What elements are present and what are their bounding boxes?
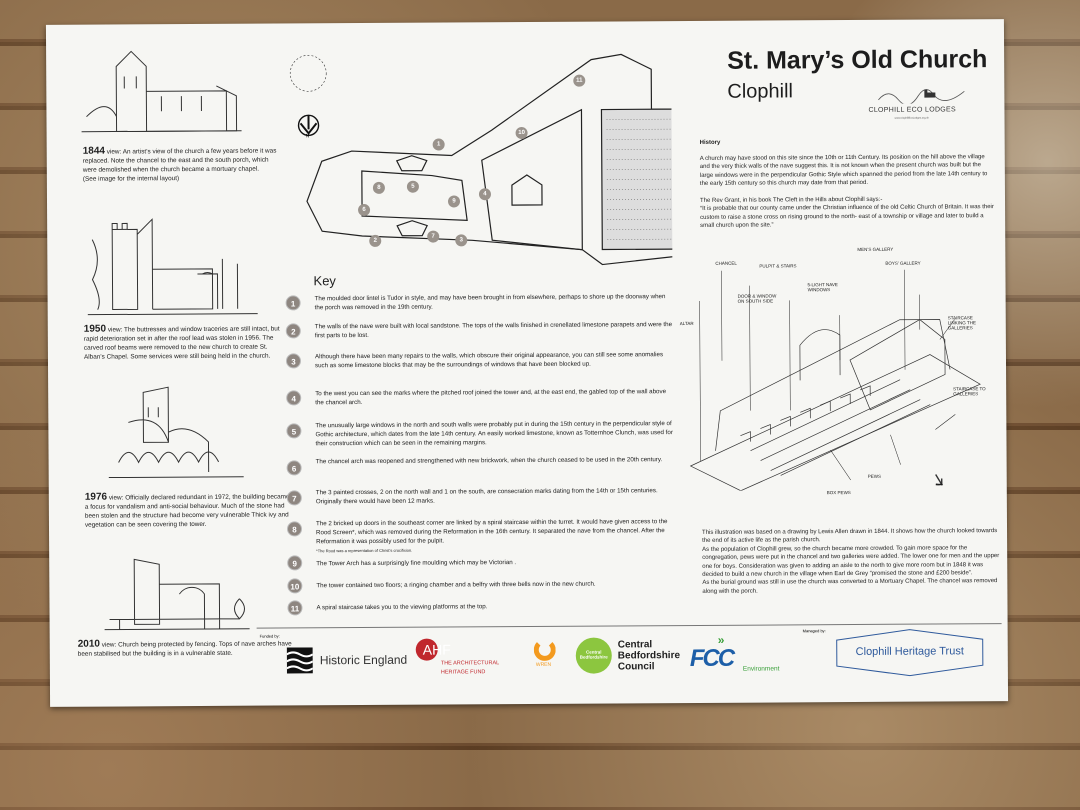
plan-marker-9: 9 (447, 195, 461, 208)
label-mens-gallery: MEN’S GALLERY (857, 246, 894, 252)
label-box-pews: BOX PEWS (826, 490, 851, 496)
sketch-1950 (87, 218, 258, 316)
label-pews: PEWS (867, 473, 881, 479)
historic-england-logo: Historic England (319, 652, 408, 668)
fcc-logo: FCC (689, 644, 734, 673)
plan-marker-7: 7 (427, 230, 440, 243)
key-item-1: The moulded door lintel is Tudor in styl… (314, 293, 666, 312)
plan-marker-1: 1 (432, 138, 445, 151)
plan-marker-8: 8 (372, 181, 385, 194)
label-chancel: CHANCEL (715, 260, 737, 266)
eco-lodges-logo-icon (878, 89, 965, 104)
label-north: North (935, 482, 944, 487)
plan-marker-2: 2 (369, 234, 382, 247)
heritage-trust-logo-frame (836, 629, 984, 677)
fcc-arrows-icon: » (717, 632, 725, 647)
page-title: St. Mary’s Old Church (727, 45, 988, 75)
information-board: 1844 view: An artist’s view of the churc… (45, 19, 1009, 707)
label-staircase-to: STAIRCASE TO GALLERIES (953, 386, 986, 397)
ahf-mark: AHF (422, 641, 451, 658)
key-item-11: A spiral staircase takes you to the view… (316, 603, 488, 612)
fcc-environment: Environment (742, 665, 780, 673)
managed-by-label: Managed by: (802, 628, 826, 634)
key-number-3: 3 (285, 353, 302, 369)
church-floor-plan (306, 53, 673, 266)
plan-marker-4: 4 (478, 188, 492, 201)
key-item-2: The walls of the nave were built with lo… (314, 321, 673, 340)
sketch-1976 (108, 386, 244, 479)
key-number-2: 2 (285, 323, 301, 339)
plan-marker-3: 3 (455, 234, 468, 247)
key-item-8: The 2 bricked up doors in the southeast … (315, 518, 668, 554)
key-number-6: 6 (286, 460, 302, 476)
key-heading: Key (313, 273, 336, 289)
view-caption-2010: 2010 view: Church being protected by fen… (77, 638, 292, 658)
wren-logo-icon (533, 638, 556, 661)
sketch-2010 (104, 558, 250, 631)
key-number-10: 10 (287, 578, 303, 594)
key-item-4: To the west you can see the marks where … (315, 388, 667, 407)
key-item-7: The 3 painted crosses, 2 on the north wa… (315, 487, 658, 506)
key-number-8: 8 (286, 521, 303, 537)
key-number-11: 11 (287, 600, 303, 616)
label-boys-gallery: BOYS’ GALLERY (885, 260, 921, 266)
key-number-4: 4 (286, 390, 302, 406)
view-caption-1976: 1976 view: Officially declared redundant… (84, 491, 290, 529)
view-caption-1950: 1950 view: The buttresses and window tra… (83, 323, 280, 361)
label-pulpit: PULPIT & STAIRS (759, 263, 797, 269)
page-subtitle: Clophill (727, 80, 794, 103)
key-number-1: 1 (285, 295, 301, 311)
heritage-trust-logo: Clophill Heritage Trust (855, 645, 964, 658)
key-item-3: Although there have been many repairs to… (314, 351, 664, 370)
label-door-window: DOOR & WINDOW ON SOUTH SIDE (737, 293, 777, 304)
church-interior-drawing (689, 269, 981, 492)
key-item-6: The chancel arch was reopened and streng… (315, 456, 663, 466)
plan-marker-10: 10 (515, 126, 528, 140)
sketch-1844 (81, 50, 242, 133)
archaeology-logo (289, 55, 327, 137)
history-paragraph-1: A church may have stood on this site sin… (699, 154, 988, 188)
plan-marker-6: 6 (358, 203, 371, 217)
key-number-7: 7 (286, 490, 302, 506)
key-number-9: 9 (287, 555, 303, 571)
eco-lodges-url: www.ClophillEcoLodges.org.uk (894, 116, 929, 120)
label-altar: ALTAR (679, 320, 694, 327)
view-caption-1844: 1844 view: An artist’s view of the churc… (82, 145, 277, 183)
history-heading: History (699, 139, 721, 146)
wren-logo: WREN (535, 661, 552, 668)
historic-england-icon (286, 647, 313, 674)
key-number-5: 5 (286, 423, 302, 439)
history-paragraph-2: The Rev Grant, in his book The Cleft in … (699, 196, 994, 230)
plan-marker-11: 11 (573, 74, 586, 87)
key-item-9: The Tower Arch has a surprisingly fine m… (316, 559, 517, 568)
label-staircase-linking: STAIRCASE LINKING THE GALLERIES (947, 315, 976, 331)
funded-by-label: Funded by: (259, 633, 280, 639)
eco-lodges-name: CLOPHILL ECO LODGES (868, 106, 957, 114)
key-item-10: The tower contained two floors; a ringin… (316, 580, 596, 590)
label-nave-windows: 5-LIGHT NAVE WINDOWS (807, 282, 838, 293)
cbc-badge: Central Bedfordshire (575, 637, 612, 674)
plan-marker-5: 5 (406, 180, 419, 193)
key-item-5: The unusually large windows in the north… (315, 420, 673, 448)
illustration-description: This illustration was based on a drawing… (702, 528, 1000, 595)
